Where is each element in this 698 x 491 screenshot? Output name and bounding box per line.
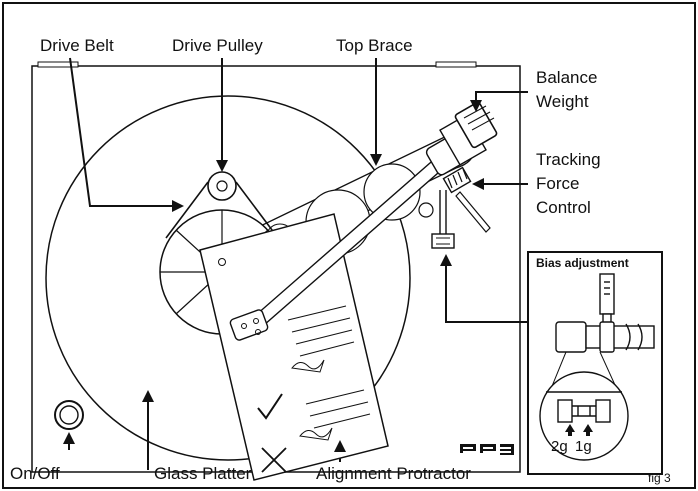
label-balance-weight-1: Balance (536, 68, 598, 87)
label-bias-adjustment: Bias adjustment (536, 256, 629, 270)
label-fig: fig 3 (648, 471, 671, 485)
bias-gauge-arrows (565, 424, 593, 436)
label-gauge-2g: 2g (551, 438, 568, 455)
label-glass-platter: Glass Platter (154, 464, 252, 483)
label-alignment-protractor: Alignment Protractor (316, 464, 471, 483)
label-gauge-1g: 1g (575, 438, 592, 455)
plinth-tab-right (435, 61, 477, 68)
tonearm (229, 101, 498, 341)
label-drive-belt: Drive Belt (40, 36, 114, 55)
tracking-force-dial (442, 166, 472, 194)
brace-circle-2 (363, 163, 421, 221)
callout-arrowheads (63, 100, 484, 452)
label-tracking-1: Tracking (536, 150, 601, 169)
rp3-logo (460, 444, 514, 455)
label-on-off: On/Off (10, 464, 60, 483)
plinth-tab-left (37, 61, 79, 68)
label-drive-pulley: Drive Pulley (172, 36, 263, 55)
label-tracking-2: Force (536, 174, 580, 193)
alignment-protractor (199, 213, 389, 481)
label-top-brace: Top Brace (336, 36, 413, 55)
bias-inset-drawing (539, 273, 655, 461)
balance-weight (454, 101, 498, 149)
drive-belt (165, 181, 279, 239)
label-balance-weight-2: Weight (536, 92, 589, 111)
label-tracking-3: Control (536, 198, 591, 217)
on-off-switch-inner (59, 405, 79, 425)
drive-pulley-center (216, 180, 228, 192)
